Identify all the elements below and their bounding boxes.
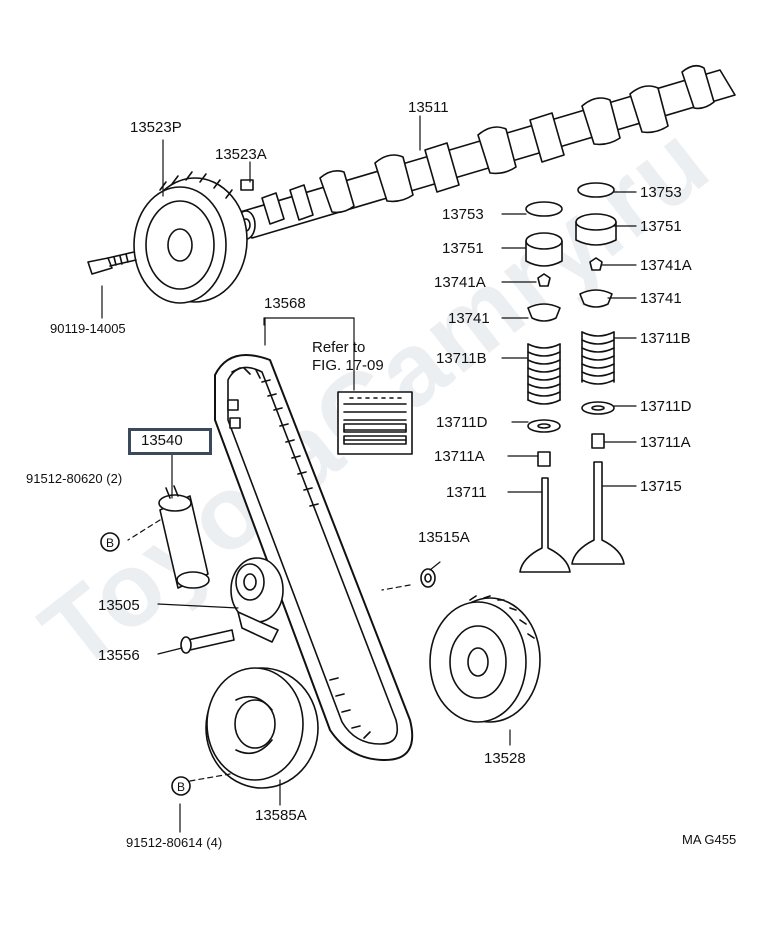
reference-note-line2[interactable]: FIG. 17-09 — [312, 357, 384, 374]
label-belt-guide-pulley[interactable]: 13585A — [255, 807, 307, 824]
label-lifter-right[interactable]: 13751 — [640, 218, 682, 235]
camshaft-drawing — [236, 64, 736, 240]
cam-pulley-drawing — [87, 171, 254, 304]
label-camshaft[interactable]: 13511 — [408, 99, 449, 116]
label-cam-pin[interactable]: 13523A — [215, 146, 267, 163]
label-keeper-left[interactable]: 13741A — [434, 274, 486, 291]
label-keeper-right[interactable]: 13741A — [640, 257, 692, 274]
bolt-marker-upper-text: B — [106, 536, 114, 550]
tensioner-bolt-qty: (2) — [106, 471, 123, 486]
reference-block-drawing — [337, 391, 413, 455]
label-intake-valve[interactable]: 13711 — [446, 484, 487, 501]
valve-train-left-drawing — [519, 201, 571, 573]
bolt-marker-lower-text: B — [177, 780, 185, 794]
label-shim-right[interactable]: 13753 — [640, 184, 682, 201]
reference-note-line1[interactable]: Refer to — [312, 339, 366, 356]
label-shim-left[interactable]: 13753 — [442, 206, 484, 223]
bolt-marker-upper: B — [100, 532, 120, 552]
label-timing-belt[interactable]: 13568 — [264, 295, 306, 312]
label-idler-pulley[interactable]: 13505 — [98, 597, 140, 614]
belt-guide-pulley-drawing — [205, 667, 319, 789]
figure-code: MA G455 — [682, 832, 737, 847]
tensioner-bolt-number: 91512-80620 — [26, 471, 103, 486]
label-tensioner-bolt[interactable]: 91512-80620 (2) — [26, 472, 122, 485]
label-crank-pulley[interactable]: 13528 — [484, 750, 526, 767]
label-cam-pulley[interactable]: 13523P — [130, 119, 182, 136]
highlight-frame — [128, 428, 212, 455]
tensioner-drawing — [158, 485, 210, 589]
idler-pulley-drawing — [180, 557, 284, 654]
label-tensioner-spring[interactable]: 13540 — [141, 432, 183, 449]
guide-bolt-number: 91512-80614 — [126, 835, 203, 850]
label-seal-left[interactable]: 13711A — [434, 448, 485, 465]
leader-lines — [101, 115, 637, 833]
label-guide-plate[interactable]: 13515A — [418, 529, 470, 546]
valve-train-right-drawing — [571, 182, 625, 565]
guide-bolt-qty: (4) — [206, 835, 223, 850]
label-guide-bolt[interactable]: 91512-80614 (4) — [126, 836, 222, 849]
label-idler-bolt[interactable]: 13556 — [98, 647, 140, 664]
label-exhaust-valve[interactable]: 13715 — [640, 478, 682, 495]
label-retainer-right[interactable]: 13741 — [640, 290, 682, 307]
label-spring-right[interactable]: 13711B — [640, 330, 691, 347]
label-spring-left[interactable]: 13711B — [436, 350, 487, 367]
label-seat-right[interactable]: 13711D — [640, 398, 692, 415]
crank-pulley-drawing — [420, 568, 541, 723]
timing-belt-drawing — [214, 354, 414, 761]
label-seat-left[interactable]: 13711D — [436, 414, 488, 431]
bolt-marker-lower: B — [171, 776, 191, 796]
label-seal-right[interactable]: 13711A — [640, 434, 691, 451]
label-retainer-left[interactable]: 13741 — [448, 310, 490, 327]
label-pulley-bolt[interactable]: 90119-14005 — [50, 321, 126, 336]
label-lifter-left[interactable]: 13751 — [442, 240, 484, 257]
